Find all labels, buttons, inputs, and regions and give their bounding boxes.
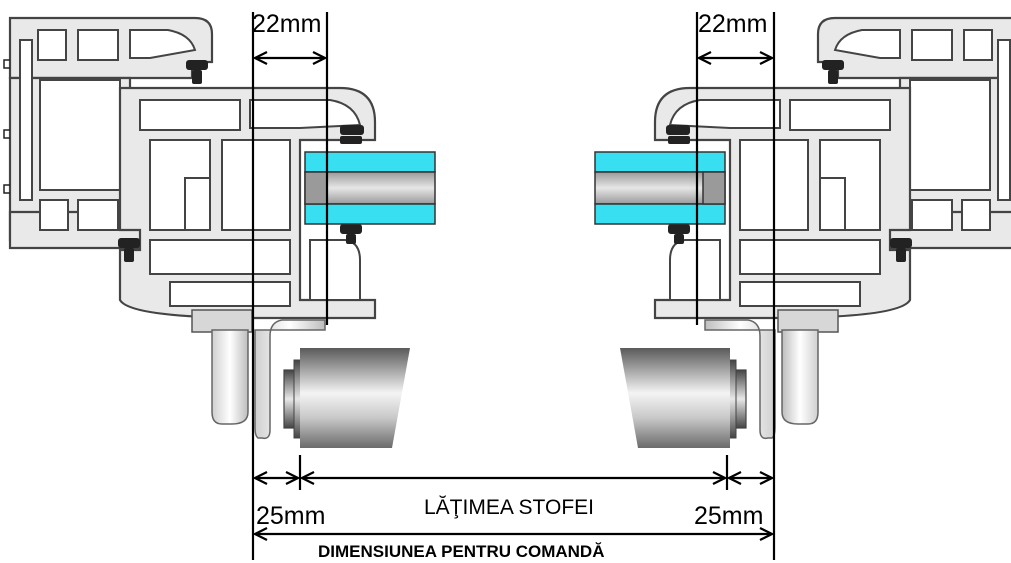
reference-lines xyxy=(251,12,776,560)
frame-offset-left-label: 22mm xyxy=(252,10,321,38)
margin-left-label: 25mm xyxy=(256,502,325,530)
order-dimension-label: DIMENSIUNEA PENTRU COMANDĂ xyxy=(318,542,605,561)
fabric-width-label: LĂŢIMEA STOFEI xyxy=(424,496,594,519)
frame-offset-right-label: 22mm xyxy=(698,10,767,38)
dimension-arrows xyxy=(255,58,772,534)
margin-right-label: 25mm xyxy=(694,502,763,530)
left-window-section xyxy=(2,16,437,450)
right-window-section xyxy=(593,16,1011,450)
